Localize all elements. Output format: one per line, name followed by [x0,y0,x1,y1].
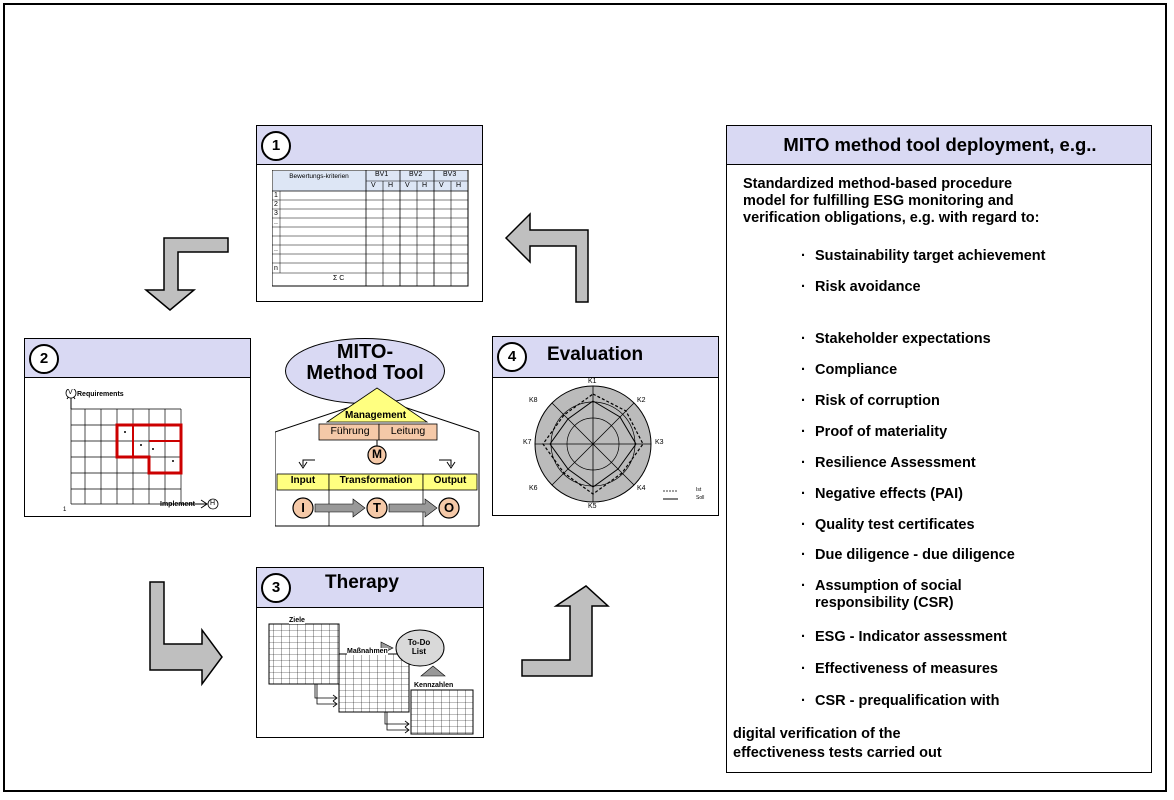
table-row-label: n [274,265,278,272]
panel-3-therapy: 3 Therapy Ziele Maßnahmen To-Do List Ken… [256,567,484,738]
radar-axis-label: K4 [637,485,646,492]
mito-title-line2: Method Tool [306,362,424,384]
radar-axis-label: K6 [529,485,538,492]
bullet-item: ·Proof of materiality [801,424,948,440]
x-axis-marker: H [210,500,216,507]
bullet-item: ·Risk of corruption [801,393,940,409]
i-label: I [301,500,305,515]
table-row-label: 3 [274,210,278,217]
mito-deployment-panel: MITO method tool deployment, e.g.. Stand… [726,125,1152,773]
bullet-item: ·CSR - prequalification with [801,693,1000,709]
y-axis-marker: V [68,389,73,396]
arrow-1-to-2 [143,237,229,311]
radar-axis-label: K5 [588,503,597,510]
arrow-4-to-1 [504,212,589,303]
panel-3-title: Therapy [325,572,399,593]
m-label: M [372,447,382,461]
radar-chart [534,385,678,503]
panel-4-header [493,337,718,378]
deployment-title: MITO method tool deployment, e.g.. [783,134,1097,155]
transformation-label: Transformation [339,475,413,486]
bullet-item: ·Sustainability target achievement [801,248,1046,264]
legend-label-soll: Soll [696,495,705,501]
o-label: O [443,500,455,515]
page-frame [3,3,1167,792]
panel-3-header [257,568,483,608]
panel-1-assessment: 1 Bewertungs-kriterien BV1 BV2 BV3 V H V… [256,125,483,302]
radar-axis-label: K8 [529,397,538,404]
table-row-label: 1 [274,192,278,199]
intro-text: Standardized method-based procedure mode… [743,176,1039,227]
bullet-item: ·Quality test certificates [801,517,975,533]
table-header-h1: H [388,182,394,189]
measures-label: Maßnahmen [347,648,388,655]
panel-2-header [25,339,250,378]
table-row-label: 2 [274,201,278,208]
bullet-item: ·Negative effects (PAI) [801,486,963,502]
mito-house-diagram [275,387,480,527]
arrow-2-to-3 [149,581,223,687]
kpi-label: Kennzahlen [414,682,454,689]
requirements-matrix-chart [65,389,219,510]
x-axis-label: Implement [160,501,196,508]
table-header-criteria: Bewertungs-kriterien [289,173,349,180]
radar-axis-label: K1 [588,378,597,385]
panel-4-number: 4 [497,342,527,372]
intro-line: verification obligations, e.g. with rega… [743,210,1040,226]
table-header-v2: V [405,182,410,189]
todo-label: To-Do List [407,638,431,656]
table-header-v1: V [371,182,376,189]
bullet-item: ·ESG - Indicator assessment [801,629,1007,645]
panel-1-header [257,126,482,165]
bullet-item: ·Compliance [801,362,898,378]
bullet-item: ·Due diligence - due diligence [801,547,1015,563]
panel-3-number: 3 [261,573,291,603]
table-header-bv2: BV2 [409,171,423,178]
panel-4-title: Evaluation [547,344,644,365]
mito-title-line1: MITO- [336,341,394,363]
deployment-header [727,126,1151,165]
footer-line: digital verification of the [733,726,901,742]
radar-axis-label: K3 [655,439,664,446]
input-label: Input [290,475,316,486]
mito-title-ellipse [285,338,445,404]
table-header-bv1: BV1 [375,171,389,178]
table-sum: Σ C [333,275,345,282]
bullet-item: ·Risk avoidance [801,279,921,295]
radar-axis-label: K2 [637,397,646,404]
intro-line: model for fulfilling ESG monitoring and [743,193,1014,209]
bullet-item: ·Stakeholder expectations [801,331,991,347]
table-header-bv3: BV3 [443,171,457,178]
footer-line: effectiveness tests carried out [733,745,942,761]
bullet-item: ·Effectiveness of measures [801,661,998,677]
table-row-label: .. [274,246,278,253]
table-header-h2: H [422,182,428,189]
assessment-table [272,170,469,287]
table-row-label: .. [274,219,278,226]
origin-label: 1 [63,507,67,513]
leitung-label: Leitung [390,425,426,437]
t-label: T [373,500,381,515]
therapy-diagram [268,623,474,735]
panel-2-number: 2 [29,344,59,374]
fuhrung-label: Führung [330,425,370,437]
output-label: Output [433,475,467,486]
table-header-v3: V [439,182,444,189]
goals-label: Ziele [289,617,305,624]
legend-label-ist: Ist [696,487,702,493]
intro-line: Standardized method-based procedure [743,176,1013,192]
management-label: Management [345,410,407,421]
radar-axis-label: K7 [523,439,532,446]
y-axis-label: Requirements [77,391,124,398]
panel-1-number: 1 [261,131,291,161]
panel-2-requirements-matrix: 2 V H Requirements Implement 1 [24,338,251,517]
footer-text: digital verification of the effectivenes… [733,725,942,763]
bullet-item: ·Resilience Assessment [801,455,976,471]
table-header-h3: H [456,182,462,189]
panel-4-evaluation: 4 Evaluation K1 K2 K3 K4 K5 K6 K7 K8 Ist… [492,336,719,516]
arrow-3-to-4 [521,585,610,677]
